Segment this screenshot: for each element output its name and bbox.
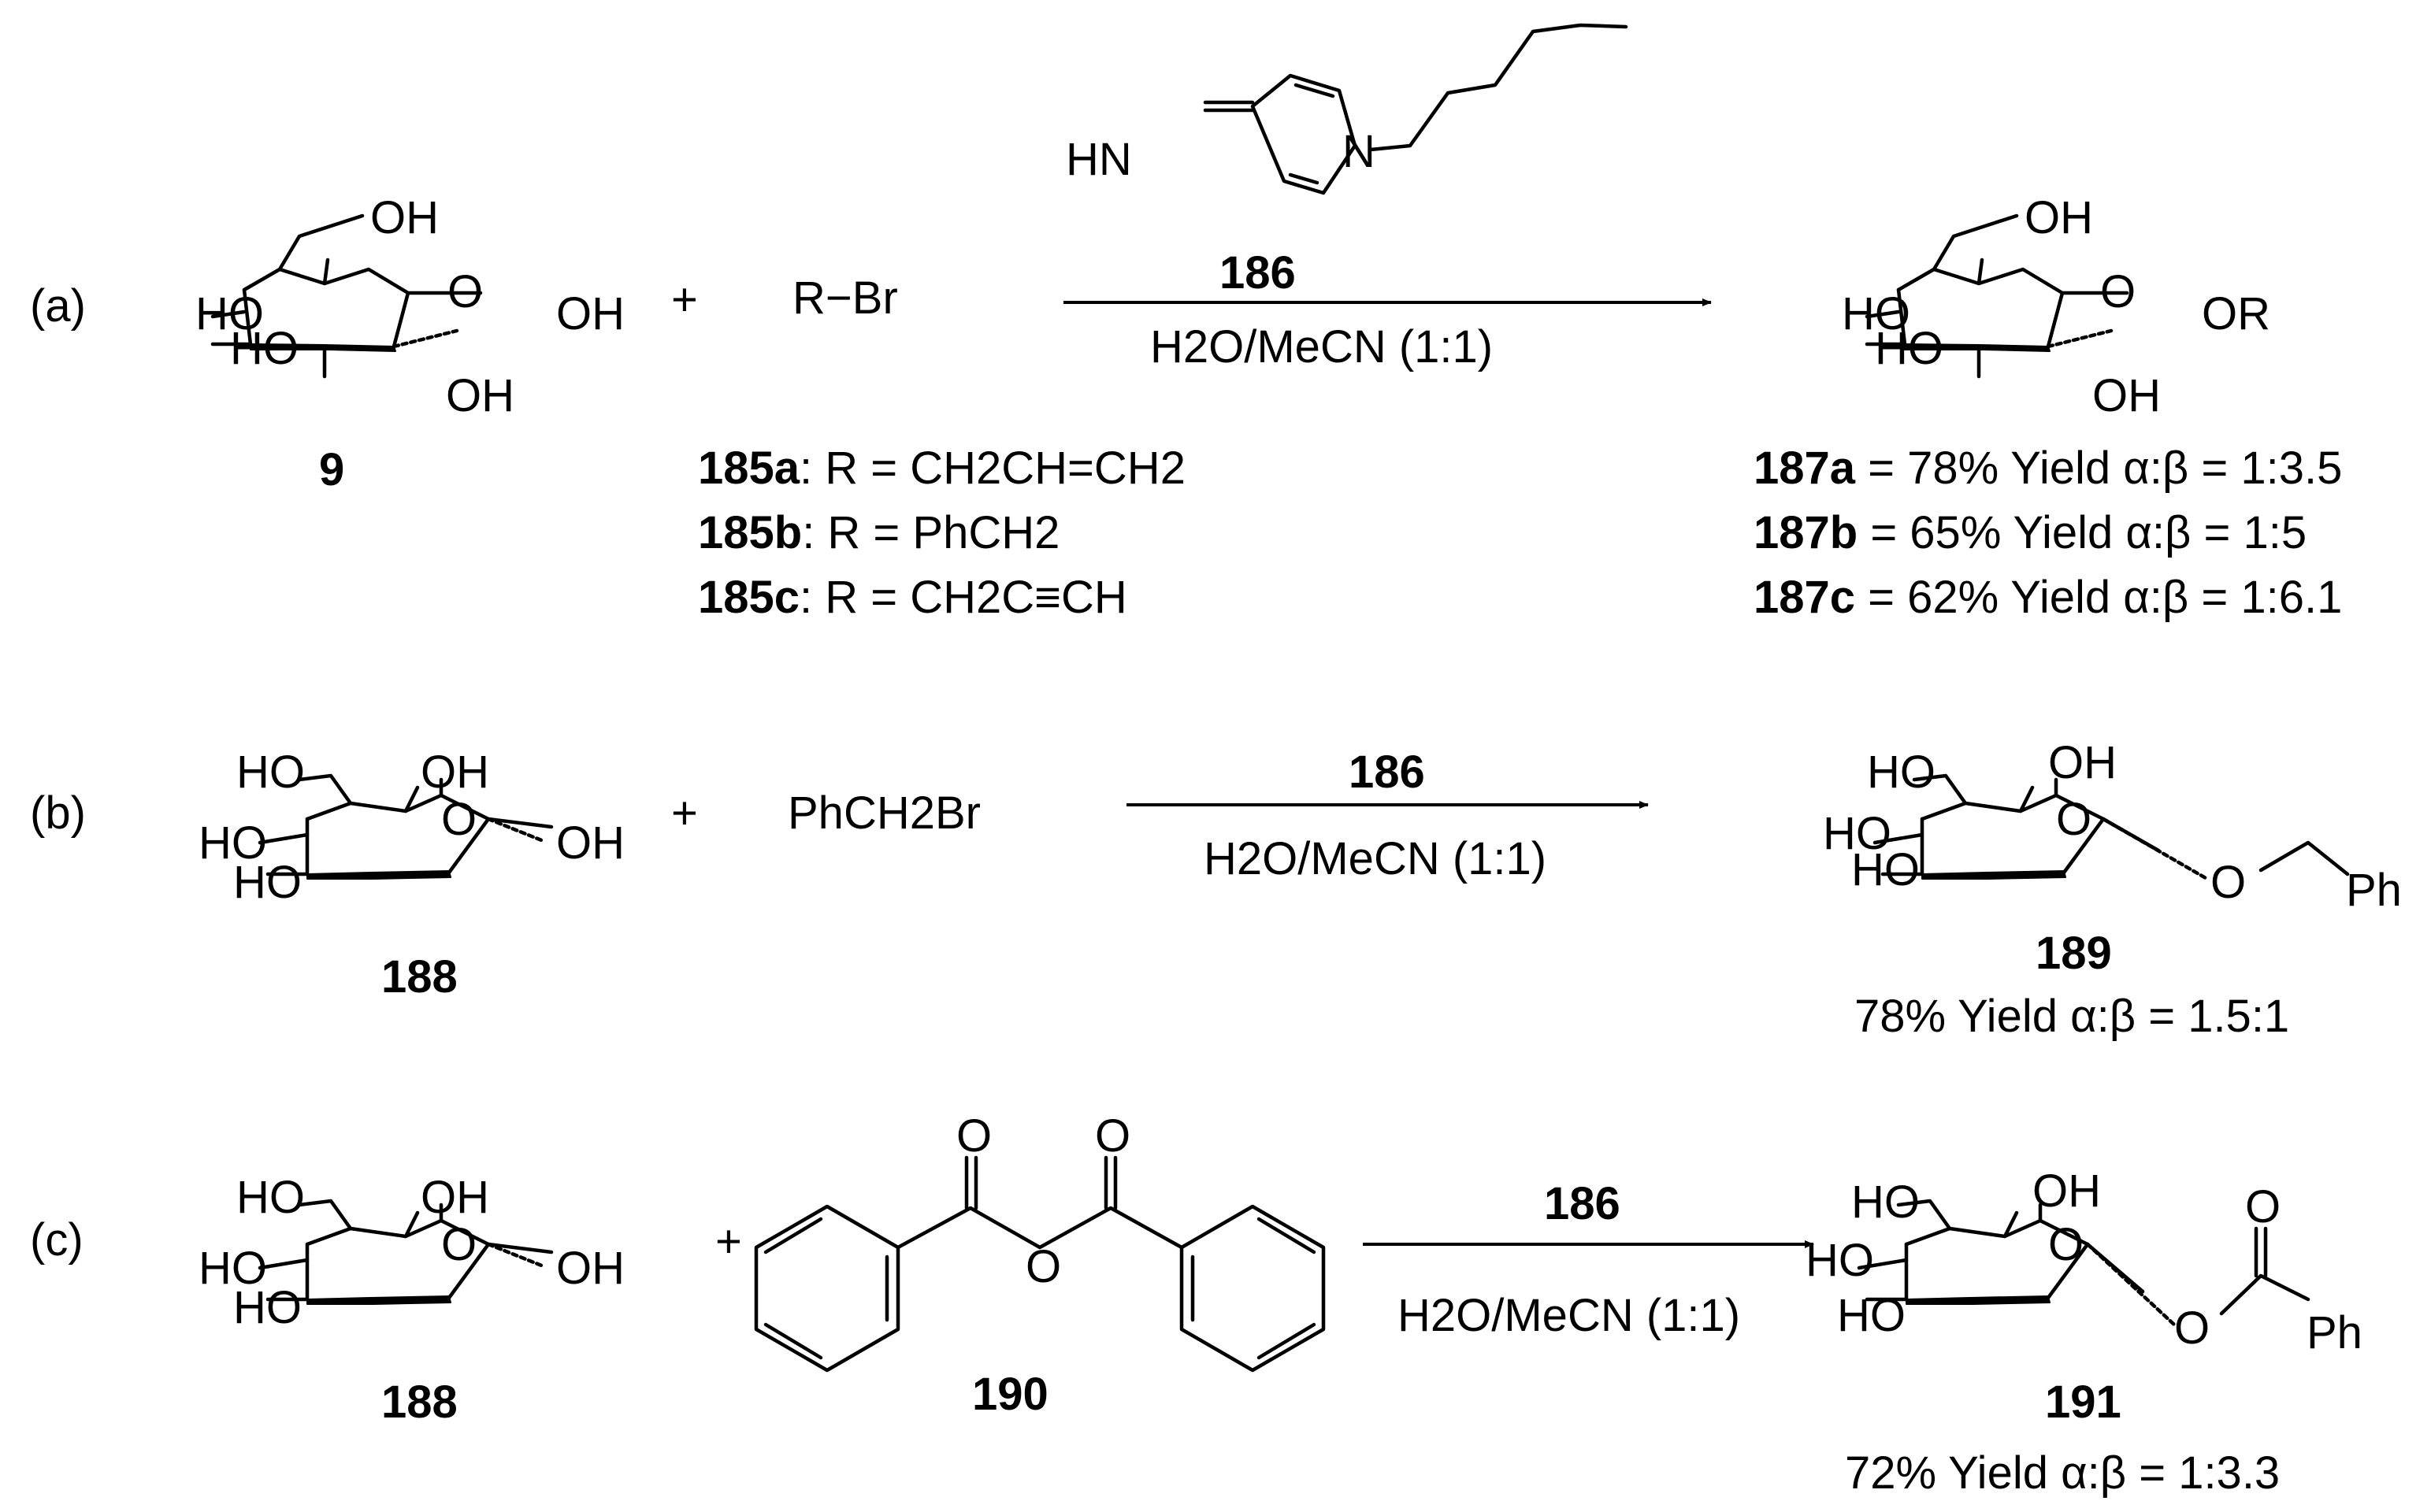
panel-label-a: (a) <box>30 280 86 332</box>
atom-ho-c3-191: HO <box>1837 1290 1906 1341</box>
atom-ho-c3-p: HO <box>1875 323 1943 374</box>
compound-label-188-b: 188 <box>381 951 458 1002</box>
benzyl-mannoside-189-structure: HO OH O HO HO O Ph <box>1823 737 2402 916</box>
atom-ho-c3: HO <box>230 323 299 374</box>
atom-oh-c6: OH <box>370 192 439 243</box>
benzoyl-mannoside-191-structure: HO OH O HO HO O O Ph <box>1806 1166 2362 1358</box>
rgroup-id-185c: 185c <box>698 572 800 623</box>
atom-o-bridge-190: O <box>1026 1241 1061 1292</box>
atom-oh-c2-b: OH <box>421 747 489 798</box>
plus-sign-b: + <box>671 788 698 839</box>
compound-label-9: 9 <box>319 444 344 495</box>
rgroup-text-185b: : R = PhCH2 <box>802 507 1060 558</box>
svg-text:185a: R = CH2CH=CH2: 185a: R = CH2CH=CH2 <box>698 443 1186 494</box>
compound-label-190: 190 <box>972 1369 1048 1420</box>
atom-o-ester-191: O <box>2174 1303 2210 1354</box>
reagent-phch2br: PhCH2Br <box>788 788 981 839</box>
atom-o-ring-b: O <box>441 794 477 845</box>
atom-oh-c2-191: OH <box>2032 1166 2101 1217</box>
atom-or: OR <box>2202 288 2270 339</box>
atom-o-carbonyl-191: O <box>2245 1181 2281 1232</box>
panel-label-b: (b) <box>30 788 86 839</box>
atom-o-carbonyl2-190: O <box>1095 1110 1130 1162</box>
atom-oh-c2: OH <box>446 370 514 421</box>
atom-o-ring-c: O <box>441 1219 477 1270</box>
atom-ho-c3-189: HO <box>1851 844 1920 895</box>
atom-ho-c4-189: HO <box>1823 808 1891 859</box>
atom-oh-c2-c: OH <box>421 1172 489 1223</box>
atom-n-pyridine: N <box>1342 126 1375 177</box>
atom-o-carbonyl-190: O <box>956 1110 992 1162</box>
rgroup-text-185c: : R = CH2C≡CH <box>800 572 1127 623</box>
result-text-187c: = 62% Yield α:β = 1:6.1 <box>1855 572 2342 623</box>
plus-sign-c: + <box>715 1216 742 1267</box>
atom-oh-c2-p: OH <box>2092 370 2161 421</box>
reagent-r-br: R−Br <box>792 272 898 324</box>
result-id-187a: 187a <box>1754 443 1856 494</box>
conditions-c: H2O/MeCN (1:1) <box>1397 1290 1740 1341</box>
atom-ho-c4: HO <box>195 288 264 339</box>
rgroup-id-185a: 185a <box>698 443 800 494</box>
svg-text:185c: R = CH2C≡CH: 185c: R = CH2C≡CH <box>698 572 1127 623</box>
atom-ho-c6-b: HO <box>236 747 305 798</box>
atom-imine-hn: HN <box>1066 134 1132 185</box>
atom-ph-189: Ph <box>2346 865 2402 916</box>
atom-o-ring-p: O <box>2100 266 2136 317</box>
glycoside-187-structure: OH O OR HO HO OH <box>1842 192 2270 421</box>
atom-ho-c6-c: HO <box>236 1172 305 1223</box>
atom-oh-c2-189: OH <box>2048 737 2117 788</box>
mannose-structure-b: HO OH O OH HO HO <box>199 747 625 908</box>
catalyst-186-structure: HN N <box>1066 23 1628 195</box>
glucose-structure: OH O OH HO HO OH <box>195 192 625 421</box>
rgroup-list: 185a: R = CH2CH=CH2 185b: R = PhCH2 185c… <box>698 443 1186 623</box>
result-text-187b: = 65% Yield α:β = 1:5 <box>1858 507 2307 558</box>
panel-a: (a) OH O OH HO HO OH 9 + R−Br <box>30 23 2342 623</box>
conditions-b: H2O/MeCN (1:1) <box>1204 833 1546 884</box>
atom-o-ring-191: O <box>2048 1219 2084 1270</box>
atom-oh-anomeric-b: OH <box>556 817 625 869</box>
atom-o-ring: O <box>447 266 483 317</box>
atom-ho-c6-191: HO <box>1851 1177 1920 1228</box>
rgroup-id-185b: 185b <box>698 507 802 558</box>
compound-label-189: 189 <box>2036 928 2112 979</box>
atom-oh-anomeric-c: OH <box>556 1243 625 1294</box>
svg-text:185b: R = PhCH2: 185b: R = PhCH2 <box>698 507 1060 558</box>
compound-label-191: 191 <box>2045 1377 2121 1428</box>
atom-ho-c4-191: HO <box>1806 1235 1874 1286</box>
atom-ho-c4-c: HO <box>199 1243 267 1294</box>
atom-ho-c6-189: HO <box>1867 747 1936 798</box>
result-id-187c: 187c <box>1754 572 1855 623</box>
result-id-187b: 187b <box>1754 507 1858 558</box>
atom-oh-c6-p: OH <box>2025 192 2093 243</box>
result-191: 72% Yield α:β = 1:3.3 <box>1845 1447 2280 1499</box>
result-189: 78% Yield α:β = 1.5:1 <box>1854 991 2289 1042</box>
svg-text:187a = 78% Yield α:β = 1:3.5: 187a = 78% Yield α:β = 1:3.5 <box>1754 443 2342 494</box>
result-text-187a: = 78% Yield α:β = 1:3.5 <box>1855 443 2342 494</box>
atom-ho-c3-b: HO <box>233 857 302 908</box>
svg-text:187c = 62% Yield α:β = 1:6.1: 187c = 62% Yield α:β = 1:6.1 <box>1754 572 2342 623</box>
atom-oh-anomeric: OH <box>556 288 625 339</box>
catalyst-label-186-a: 186 <box>1219 247 1296 298</box>
atom-ho-c3-c: HO <box>233 1282 302 1333</box>
plus-sign: + <box>671 274 698 325</box>
catalyst-label-186-b: 186 <box>1349 747 1425 798</box>
result-list-a: 187a = 78% Yield α:β = 1:3.5 187b = 65% … <box>1754 443 2342 623</box>
atom-ho-c4-p: HO <box>1842 288 1910 339</box>
rgroup-text-185a: : R = CH2CH=CH2 <box>800 443 1186 494</box>
atom-o-ring-189: O <box>2056 794 2091 845</box>
mannose-structure-c: HO OH O OH HO HO <box>199 1172 625 1333</box>
svg-text:187b = 65% Yield α:β = 1:5: 187b = 65% Yield α:β = 1:5 <box>1754 507 2307 558</box>
catalyst-label-186-c: 186 <box>1544 1178 1620 1229</box>
panel-b: (b) HO OH O OH HO HO 188 + PhCH2Br 186 H… <box>30 737 2402 1042</box>
atom-ph-191: Ph <box>2307 1307 2362 1358</box>
atom-ho-c4-b: HO <box>199 817 267 869</box>
conditions-a: H2O/MeCN (1:1) <box>1150 321 1493 372</box>
panel-label-c: (c) <box>30 1214 84 1266</box>
atom-o-glycosidic-189: O <box>2210 857 2246 908</box>
benzoic-anhydride-190-structure: O O O <box>754 1110 1326 1373</box>
panel-c: (c) HO OH O OH HO HO 188 + <box>30 1110 2362 1499</box>
compound-label-188-c: 188 <box>381 1377 458 1428</box>
